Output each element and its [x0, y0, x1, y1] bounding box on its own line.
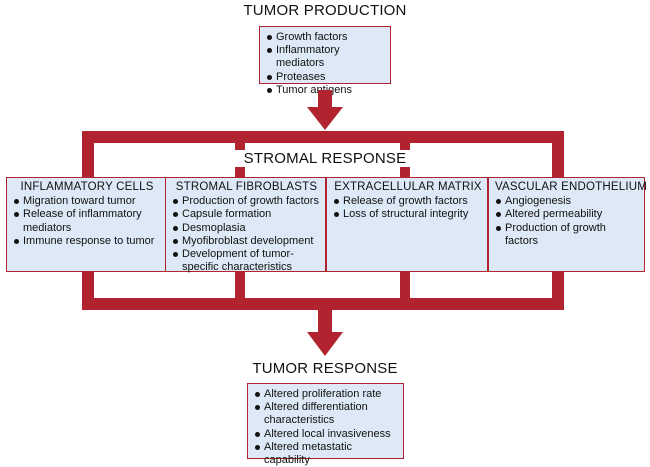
- vascular-endothelium-title: VASCULAR ENDOTHELIUM: [495, 181, 648, 193]
- stromal-fibroblasts-item: Capsule formation: [172, 208, 321, 221]
- tumor-response-heading: TUMOR RESPONSE: [252, 360, 398, 377]
- vascular-endothelium-item: Production of growth factors: [495, 222, 640, 248]
- tumor-response-item: Altered local invasiveness: [254, 428, 399, 441]
- frame-bottom-bar: [82, 298, 564, 310]
- inflammatory-cells-item: Migration toward tumor: [13, 195, 161, 208]
- inflammatory-cells-box: INFLAMMATORY CELLS Migration toward tumo…: [6, 177, 166, 272]
- stromal-fibroblasts-title: STROMAL FIBROBLASTS: [175, 181, 318, 193]
- stromal-fibroblasts-item: Development of tumor-specific characteri…: [172, 248, 321, 274]
- stromal-fibroblasts-box: STROMAL FIBROBLASTS Production of growth…: [165, 177, 326, 274]
- tumor-production-box: Growth factors Inflammatory mediators Pr…: [259, 26, 391, 96]
- extracellular-matrix-title: EXTRACELLULAR MATRIX: [334, 181, 482, 193]
- tumor-response-item: Altered metastatic capability: [254, 441, 399, 467]
- stromal-fibroblasts-item: Production of growth factors: [172, 195, 321, 208]
- tumor-production-item: Tumor antigens: [266, 84, 386, 97]
- stromal-fibroblasts-item: Myofibroblast development: [172, 235, 321, 248]
- inflammatory-cells-item: Immune response to tumor: [13, 235, 161, 248]
- inflammatory-cells-item: Release of inflammatory mediators: [13, 208, 161, 234]
- tumor-response-item: Altered differentiation characteristics: [254, 401, 399, 427]
- stromal-fibroblasts-item: Desmoplasia: [172, 222, 321, 235]
- stromal-response-heading: STROMAL RESPONSE: [230, 150, 420, 167]
- frame-top-bar: [82, 131, 564, 143]
- inflammatory-cells-title: INFLAMMATORY CELLS: [20, 181, 154, 193]
- down-arrow-bottom: [307, 308, 343, 356]
- vascular-endothelium-item: Angiogenesis: [495, 195, 640, 208]
- tumor-production-item: Proteases: [266, 71, 386, 84]
- tumor-response-box: Altered proliferation rate Altered diffe…: [247, 383, 404, 466]
- tumor-production-item: Inflammatory mediators: [266, 44, 386, 70]
- tumor-production-item: Growth factors: [266, 31, 386, 44]
- vascular-endothelium-box: VASCULAR ENDOTHELIUM Angiogenesis Altere…: [488, 177, 648, 272]
- extracellular-matrix-item: Loss of structural integrity: [333, 208, 483, 221]
- tumor-response-item: Altered proliferation rate: [254, 388, 399, 401]
- extracellular-matrix-box: EXTRACELLULAR MATRIX Release of growth f…: [326, 177, 488, 272]
- extracellular-matrix-item: Release of growth factors: [333, 195, 483, 208]
- tumor-production-heading: TUMOR PRODUCTION: [243, 2, 407, 19]
- vascular-endothelium-item: Altered permeability: [495, 208, 640, 221]
- down-arrow-top: [307, 90, 343, 130]
